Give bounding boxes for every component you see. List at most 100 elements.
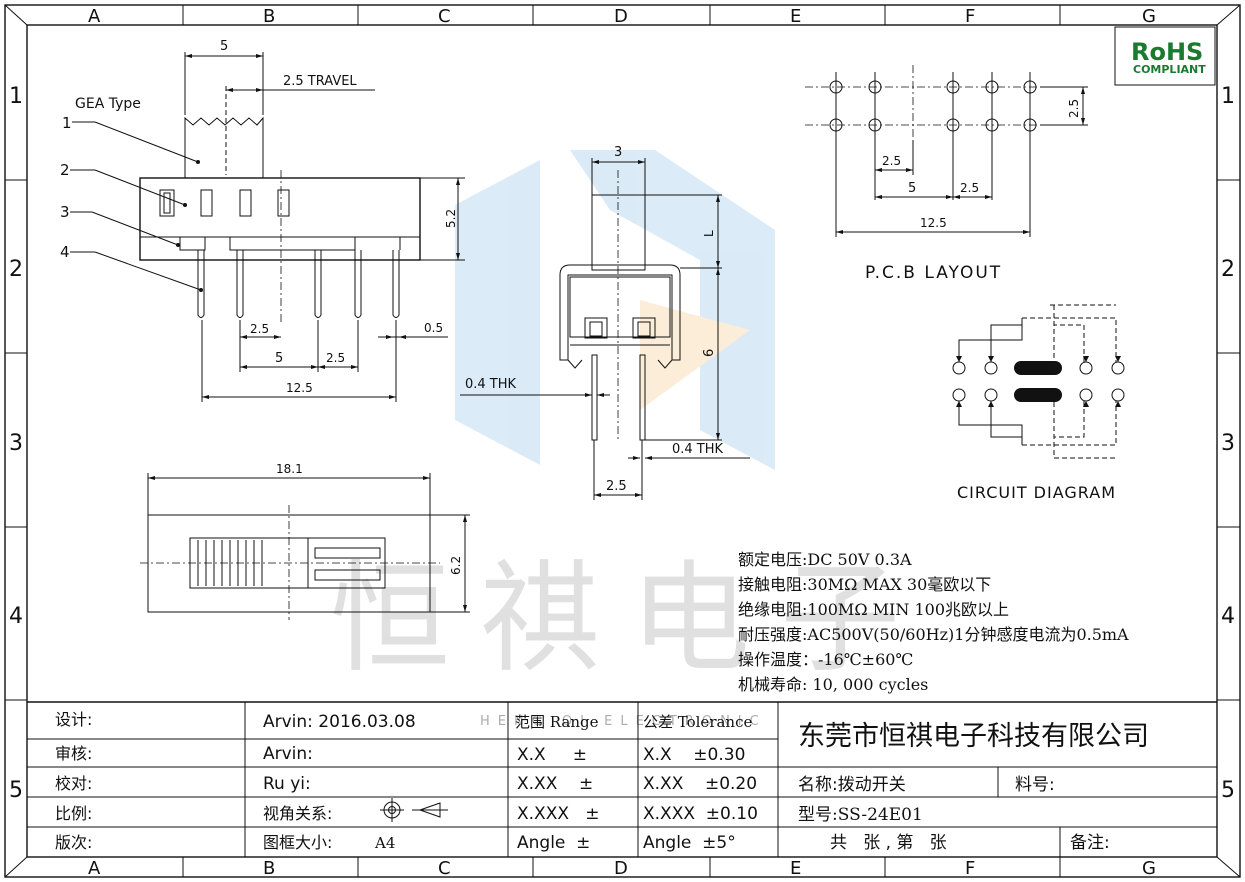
pcb-dim-total: 12.5	[920, 216, 947, 230]
dim-width-5: 5	[220, 39, 228, 54]
col-label-d-top: D	[614, 6, 628, 27]
dim-pitch-2-5-a: 2.5	[250, 322, 269, 336]
dim-length-18-1: 18.1	[276, 462, 303, 476]
tb-frame-label: 图框大小:	[263, 833, 332, 852]
col-label-f-bottom: F	[965, 858, 975, 879]
row-label-1-left: 1	[9, 84, 23, 109]
tb-review-value: Arvin:	[263, 744, 313, 764]
tb-check-label: 校对:	[55, 774, 92, 793]
tb-version-label: 版次:	[55, 833, 92, 852]
dim-travel: 2.5 TRAVEL	[283, 74, 357, 89]
projection-symbol-icon	[380, 798, 448, 822]
tb-tol-2: X.XX ±0.20	[643, 774, 757, 794]
row-label-3-left: 3	[9, 431, 23, 456]
spec-contact-resistance: 接触电阻:30MΩ MAX 30毫欧以下	[738, 575, 991, 594]
rohs-badge: RoHS COMPLIANT	[1114, 26, 1216, 86]
dim-thk-right: 0.4 THK	[672, 442, 724, 457]
dim-lever-L: L	[702, 230, 716, 237]
tb-tol-3: X.XXX ±0.10	[643, 804, 758, 824]
callout-4: 4	[60, 243, 70, 261]
circuit-diagram: CIRCUIT DIAGRAM	[952, 304, 1125, 502]
tb-design-value: Arvin: 2016.03.08	[263, 712, 416, 732]
row-label-2-left: 2	[9, 257, 23, 282]
row-label-5-left: 5	[9, 778, 23, 803]
tb-model-label: 型号:SS-24E01	[798, 805, 923, 825]
dim-thk-left: 0.4 THK	[465, 377, 517, 392]
tb-sheet-text: 共 张 , 第 张	[830, 833, 947, 853]
side-view: 5 2.5 TRAVEL 5.2 2.5 5 2.5 12.5 0.5 GEA …	[60, 39, 465, 402]
grid-labels: A B C D E F G A B C D E F G 1 2 3 4 5 1 …	[9, 6, 1235, 879]
row-label-3-right: 3	[1221, 431, 1235, 456]
col-label-g-bottom: G	[1142, 858, 1156, 879]
row-label-1-right: 1	[1221, 84, 1235, 109]
col-label-e-top: E	[790, 6, 801, 27]
spec-operating-temperature: 操作温度：-16℃±60℃	[738, 650, 913, 669]
tb-remark-label: 备注:	[1070, 833, 1110, 853]
row-label-4-left: 4	[9, 604, 23, 629]
dim-pin-0-5: 0.5	[424, 321, 443, 335]
title-block: 设计: Arvin: 2016.03.08 审核: Arvin: 校对: Ru …	[27, 701, 1217, 857]
end-view: 3 L 6 0.4 THK 0.4 THK 2.5	[460, 145, 750, 500]
col-label-e-bottom: E	[790, 858, 801, 879]
col-label-d-bottom: D	[614, 858, 628, 879]
pcb-dim-p3: 2.5	[960, 181, 979, 195]
dim-end-width-3: 3	[614, 145, 622, 160]
row-label-5-right: 5	[1221, 778, 1235, 803]
watermark-sub: HENG QI ELECTRONIC	[480, 714, 767, 729]
tb-range-4: Angle ±	[517, 833, 590, 853]
col-label-c-top: C	[438, 6, 451, 27]
tb-frame-value: A4	[374, 834, 395, 852]
pcb-layout: 2.5 2.5 5 2.5 12.5 P.C.B LAYOUT	[805, 65, 1088, 283]
tb-name-label: 名称:拨动开关	[798, 775, 906, 795]
pcb-holes	[829, 72, 1037, 140]
tb-view-label: 视角关系:	[263, 804, 332, 823]
callout-2: 2	[60, 161, 70, 179]
top-view: 18.1 6.2	[140, 462, 470, 620]
spec-dielectric-strength: 耐压强度:AC500V(50/60Hz)1分钟感度电流为0.5mA	[738, 625, 1129, 644]
type-label: GEA Type	[75, 96, 141, 112]
col-label-a-bottom: A	[88, 858, 101, 879]
pcb-title: P.C.B LAYOUT	[865, 263, 1002, 283]
tb-tol-4: Angle ±5°	[643, 833, 736, 853]
spec-insulation-resistance: 绝缘电阻:100MΩ MIN 100兆欧以上	[738, 600, 1009, 619]
tb-scale-label: 比例:	[55, 804, 92, 823]
side-pins	[197, 250, 400, 318]
slider-ribs	[197, 540, 263, 586]
tb-check-value: Ru yi:	[263, 774, 311, 794]
dim-pitch-5: 5	[275, 351, 283, 366]
tb-range-header: 范围 Range	[515, 713, 599, 731]
watermark-logo	[455, 150, 775, 470]
spec-rated-voltage: 额定电压:DC 50V 0.3A	[738, 550, 912, 569]
tb-part-label: 料号:	[1015, 775, 1055, 795]
dim-end-height-6: 6	[702, 349, 717, 357]
watermark-text: 恒祺电子	[330, 550, 930, 689]
tb-tol-1: X.X ±0.30	[643, 745, 745, 765]
col-label-a-top: A	[88, 6, 101, 27]
spec-list: 额定电压:DC 50V 0.3A 接触电阻:30MΩ MAX 30毫欧以下 绝缘…	[738, 550, 1129, 694]
pcb-dim-p1: 2.5	[882, 154, 901, 168]
rohs-subtitle: COMPLIANT	[1133, 63, 1206, 76]
tb-review-label: 审核:	[55, 744, 92, 763]
dim-total-12-5: 12.5	[286, 381, 313, 395]
callout-3: 3	[60, 203, 70, 221]
tb-company: 东莞市恒祺电子科技有限公司	[798, 721, 1149, 752]
dim-height-5-2: 5.2	[444, 209, 458, 228]
dim-pitch-2-5-b: 2.5	[326, 351, 345, 365]
drawing-frame	[4, 4, 1241, 878]
col-label-g-top: G	[1142, 6, 1156, 27]
row-label-4-right: 4	[1221, 604, 1235, 629]
pcb-dim-p2: 5	[908, 181, 916, 196]
pcb-dim-row: 2.5	[1067, 99, 1081, 118]
tb-design-label: 设计:	[55, 710, 92, 729]
row-label-2-right: 2	[1221, 257, 1235, 282]
tb-range-1: X.X ±	[517, 745, 587, 765]
spec-mechanical-life: 机械寿命: 10, 000 cycles	[738, 675, 928, 694]
circuit-title: CIRCUIT DIAGRAM	[957, 483, 1116, 502]
dim-end-pitch: 2.5	[606, 479, 627, 494]
col-label-f-top: F	[965, 6, 975, 27]
dim-width-6-2: 6.2	[449, 556, 463, 575]
tb-range-3: X.XXX ±	[517, 804, 599, 824]
callout-1: 1	[62, 114, 72, 132]
col-label-b-top: B	[263, 6, 275, 27]
